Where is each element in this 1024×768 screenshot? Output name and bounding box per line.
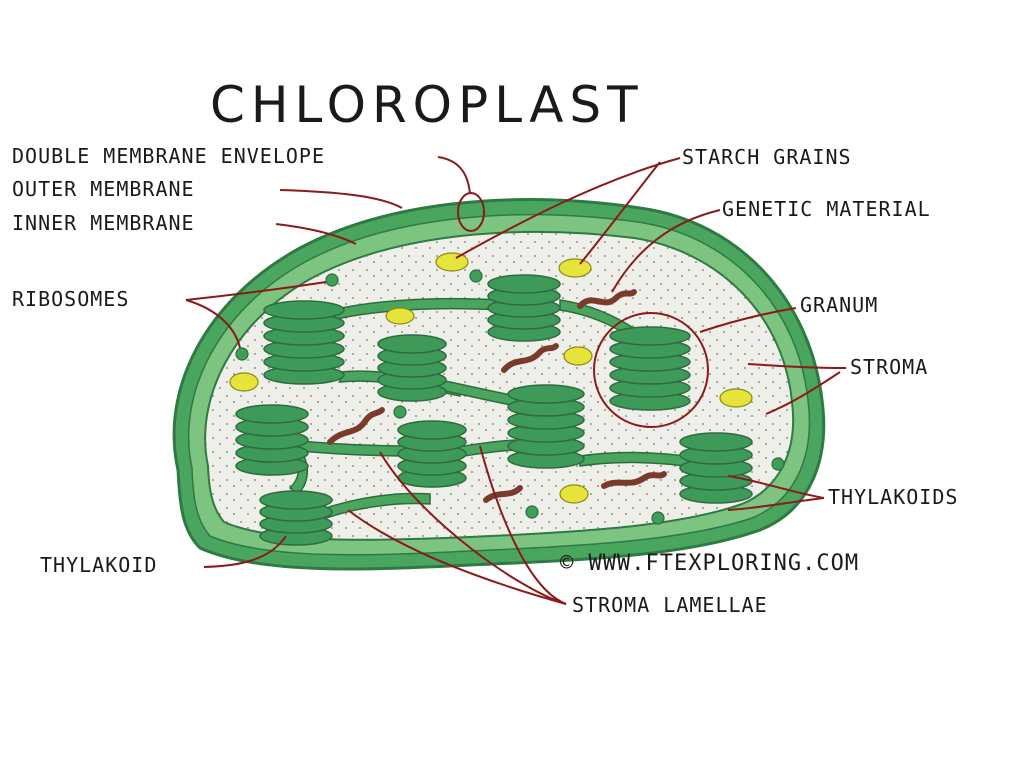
ribosome — [525, 505, 539, 519]
granum-stack — [487, 274, 561, 342]
thylakoid-disc — [397, 420, 467, 440]
thylakoid-disc — [259, 490, 333, 510]
ribosome — [771, 457, 785, 471]
thylakoid-disc — [487, 274, 561, 294]
granum-stack — [679, 432, 753, 504]
diagram-title: CHLOROPLAST — [210, 76, 644, 134]
granum-stack — [507, 384, 585, 469]
ribosome — [393, 405, 407, 419]
label-thylakoid: THYLAKOID — [40, 553, 157, 577]
ribosome — [651, 511, 665, 525]
thylakoid-disc — [507, 384, 585, 404]
label-stroma: STROMA — [850, 355, 928, 379]
granum-stack — [263, 300, 345, 385]
granum-stack — [609, 326, 691, 411]
thylakoid-disc — [263, 300, 345, 320]
granum-stack — [397, 420, 467, 488]
ribosome — [469, 269, 483, 283]
label-starch-grains: STARCH GRAINS — [682, 145, 852, 169]
label-thylakoids: THYLAKOIDS — [828, 485, 958, 509]
envelope-highlight-circle — [457, 192, 485, 232]
label-inner-membrane: INNER MEMBRANE — [12, 211, 195, 235]
label-outer-membrane: OUTER MEMBRANE — [12, 177, 195, 201]
label-granum: GRANUM — [800, 293, 878, 317]
granum-stack — [235, 404, 309, 476]
label-genetic-material: GENETIC MATERIAL — [722, 197, 931, 221]
ribosome — [325, 273, 339, 287]
label-double-membrane-envelope: DOUBLE MEMBRANE ENVELOPE — [12, 144, 325, 168]
starch-grain — [385, 307, 415, 325]
label-ribosomes: RIBOSOMES — [12, 287, 129, 311]
label-stroma-lamellae: STROMA LAMELLAE — [572, 593, 768, 617]
genetic-material-group — [327, 289, 667, 503]
thylakoid-disc — [235, 404, 309, 424]
granum-stack — [377, 334, 447, 402]
leader-lines — [185, 156, 847, 605]
starch-grain — [559, 484, 589, 504]
starch-grain — [563, 346, 593, 366]
granum-stack — [259, 490, 333, 546]
starch-grain — [558, 258, 592, 278]
starch-grain — [719, 388, 753, 408]
starch-grain — [229, 372, 259, 392]
granum-highlight-circle — [593, 312, 709, 428]
copyright-text: © WWW.FTEXPLORING.COM — [560, 551, 859, 576]
thylakoid-disc — [609, 326, 691, 346]
starch-grains-group — [229, 252, 753, 504]
ribosomes-group — [235, 269, 785, 525]
starch-grain — [435, 252, 469, 272]
thylakoid-disc — [377, 334, 447, 354]
thylakoid-disc — [679, 432, 753, 452]
grana-group — [235, 274, 753, 546]
ribosome — [235, 347, 249, 361]
